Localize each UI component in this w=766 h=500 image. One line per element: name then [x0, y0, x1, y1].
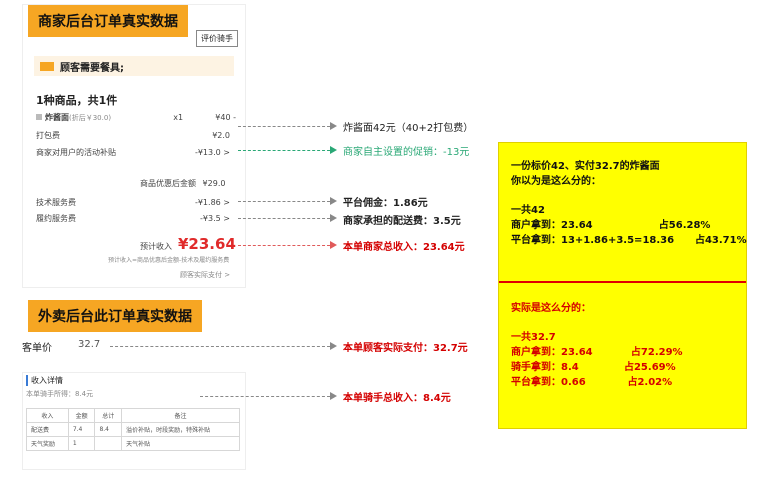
arrow-1 [238, 126, 330, 127]
table-cell: 天气奖励 [26, 436, 69, 451]
delivery-fee-row[interactable]: 履约服务费 -¥3.5 > [36, 213, 230, 224]
arrow-4-head [330, 214, 337, 222]
store-icon [40, 61, 54, 71]
arrow-5 [238, 245, 330, 246]
table-row: 天气奖励 1 天气补贴 [26, 436, 240, 451]
customer-paid-link[interactable]: 顾客实际支付 > [180, 271, 231, 279]
items-summary: 1种商品，共1件 [36, 94, 118, 107]
unit-price-label: 客单价 [22, 343, 52, 354]
item-icon [36, 114, 42, 120]
annotation-delivery-fee: 商家承担的配送费：3.5元 [343, 216, 461, 227]
annotation-merchant-income: 本单商家总收入：23.64元 [343, 242, 465, 253]
assumed-line: 一共42 [511, 205, 545, 216]
table-header-cell: 金额 [67, 408, 96, 423]
delivery-fee-label: 履约服务费 [36, 214, 76, 223]
expected-income-value: ¥23.64 [178, 235, 236, 253]
income-detail-title: 收入详情 [26, 375, 63, 386]
income-detail-panel [22, 372, 246, 470]
table-cell [94, 436, 123, 451]
arrow-2-head [330, 146, 337, 154]
packing-fee-label: 打包费 [36, 131, 60, 140]
actual-split-block: 实际是这么分的： 一共32.7 商户拿到：23.64 占72.29% 骑手拿到：… [511, 299, 683, 388]
merchant-subsidy-label: 商家对用户的活动补贴 [36, 148, 116, 157]
table-header-cell: 备注 [121, 408, 240, 423]
arrow-4 [238, 218, 330, 219]
tech-fee-row[interactable]: 技术服务费 -¥1.86 > [36, 197, 230, 208]
delivery-fee-value: -¥3.5 > [200, 214, 230, 223]
arrow-5-head [330, 241, 337, 249]
review-rider-button[interactable]: 评价骑手 [196, 30, 238, 47]
item-qty: x1 [173, 113, 184, 122]
packing-fee-row: 打包费 ¥2.0 [36, 130, 230, 141]
rider-income-line: 本单骑手所得：8.4元 [26, 390, 94, 398]
merchant-subsidy-value: -¥13.0 > [194, 148, 230, 157]
item-row: 炸酱面(折后￥30.0) x1 ¥40 - [36, 112, 236, 123]
section-divider [499, 281, 746, 283]
tableware-note: 顾客需要餐具; [60, 62, 124, 74]
after-discount-value: ¥29.0 [202, 179, 226, 188]
comparison-box: 一份标价42、实付32.7的炸酱面 你以为是这么分的： 一共42 商户拿到：23… [498, 142, 747, 429]
tech-fee-label: 技术服务费 [36, 198, 76, 207]
annotation-customer-paid: 本单顾客实际支付：32.7元 [343, 343, 468, 354]
item-name: 炸酱面 [45, 113, 69, 122]
annotation-promotion: 商家自主设置的促销：-13元 [343, 147, 470, 158]
assumed-line: 一份标价42、实付32.7的炸酱面 [511, 161, 660, 172]
delivery-data-tag: 外卖后台此订单真实数据 [28, 300, 202, 332]
after-discount-label: 商品优惠后金额 [140, 179, 196, 188]
table-cell: 7.4 [67, 422, 96, 437]
annotation-rider-income: 本单骑手总收入：8.4元 [343, 393, 451, 404]
table-header-cell: 收入 [26, 408, 69, 423]
merchant-subsidy-row[interactable]: 商家对用户的活动补贴 -¥13.0 > [36, 147, 230, 158]
expected-income-label: 预计收入 [140, 242, 172, 251]
assumed-line: 平台拿到：13+1.86+3.5=18.36 占43.71% [511, 235, 747, 246]
actual-line: 一共32.7 [511, 332, 556, 343]
arrow-6-head [330, 342, 337, 350]
arrow-3 [238, 201, 330, 202]
assumed-line: 你以为是这么分的： [511, 176, 601, 187]
arrow-2 [238, 150, 330, 151]
expected-income-row: 预计收入 ¥23.64 [140, 235, 236, 253]
table-cell: 溢价补贴，时段奖励，特殊补贴 [121, 422, 240, 437]
income-formula-note: 预计收入=商品优惠后金额-技术及履约服务费 [108, 257, 230, 264]
tech-fee-value: -¥1.86 > [194, 198, 230, 207]
merchant-data-tag: 商家后台订单真实数据 [28, 5, 188, 37]
actual-line: 骑手拿到：8.4 占25.69% [511, 362, 676, 373]
table-cell: 配送费 [26, 422, 69, 437]
table-header-cell: 总计 [94, 408, 123, 423]
table-cell: 天气补贴 [121, 436, 240, 451]
actual-line: 商户拿到：23.64 占72.29% [511, 347, 683, 358]
assumed-split-block: 一份标价42、实付32.7的炸酱面 你以为是这么分的： 一共42 商户拿到：23… [499, 143, 747, 246]
packing-fee-value: ¥2.0 [212, 131, 230, 140]
annotation-item-price: 炸酱面42元（40+2打包费） [343, 123, 474, 134]
actual-line [511, 314, 683, 328]
table-header-row: 收入 金额 总计 备注 [26, 408, 240, 423]
assumed-line [511, 187, 746, 201]
actual-line: 实际是这么分的： [511, 303, 591, 314]
assumed-line: 商户拿到：23.64 占56.28% [511, 220, 711, 231]
after-discount-row: 商品优惠后金额 ¥29.0 [140, 178, 225, 189]
unit-price-value: 32.7 [78, 339, 101, 350]
item-price: ¥40 - [215, 113, 236, 122]
arrow-7-head [330, 392, 337, 400]
table-cell: 1 [67, 436, 96, 451]
arrow-7 [200, 396, 330, 397]
annotation-commission: 平台佣金：1.86元 [343, 198, 428, 209]
table-cell: 8.4 [94, 422, 123, 437]
tableware-note-bar: 顾客需要餐具; [34, 56, 234, 76]
table-row: 配送费 7.4 8.4 溢价补贴，时段奖励，特殊补贴 [26, 422, 240, 437]
arrow-6 [110, 346, 330, 347]
arrow-3-head [330, 197, 337, 205]
item-discount: (折后￥30.0) [69, 114, 112, 122]
income-table: 收入 金额 总计 备注 配送费 7.4 8.4 溢价补贴，时段奖励，特殊补贴 天… [26, 408, 240, 451]
actual-line: 平台拿到：0.66 占2.02% [511, 377, 673, 388]
arrow-1-head [330, 122, 337, 130]
